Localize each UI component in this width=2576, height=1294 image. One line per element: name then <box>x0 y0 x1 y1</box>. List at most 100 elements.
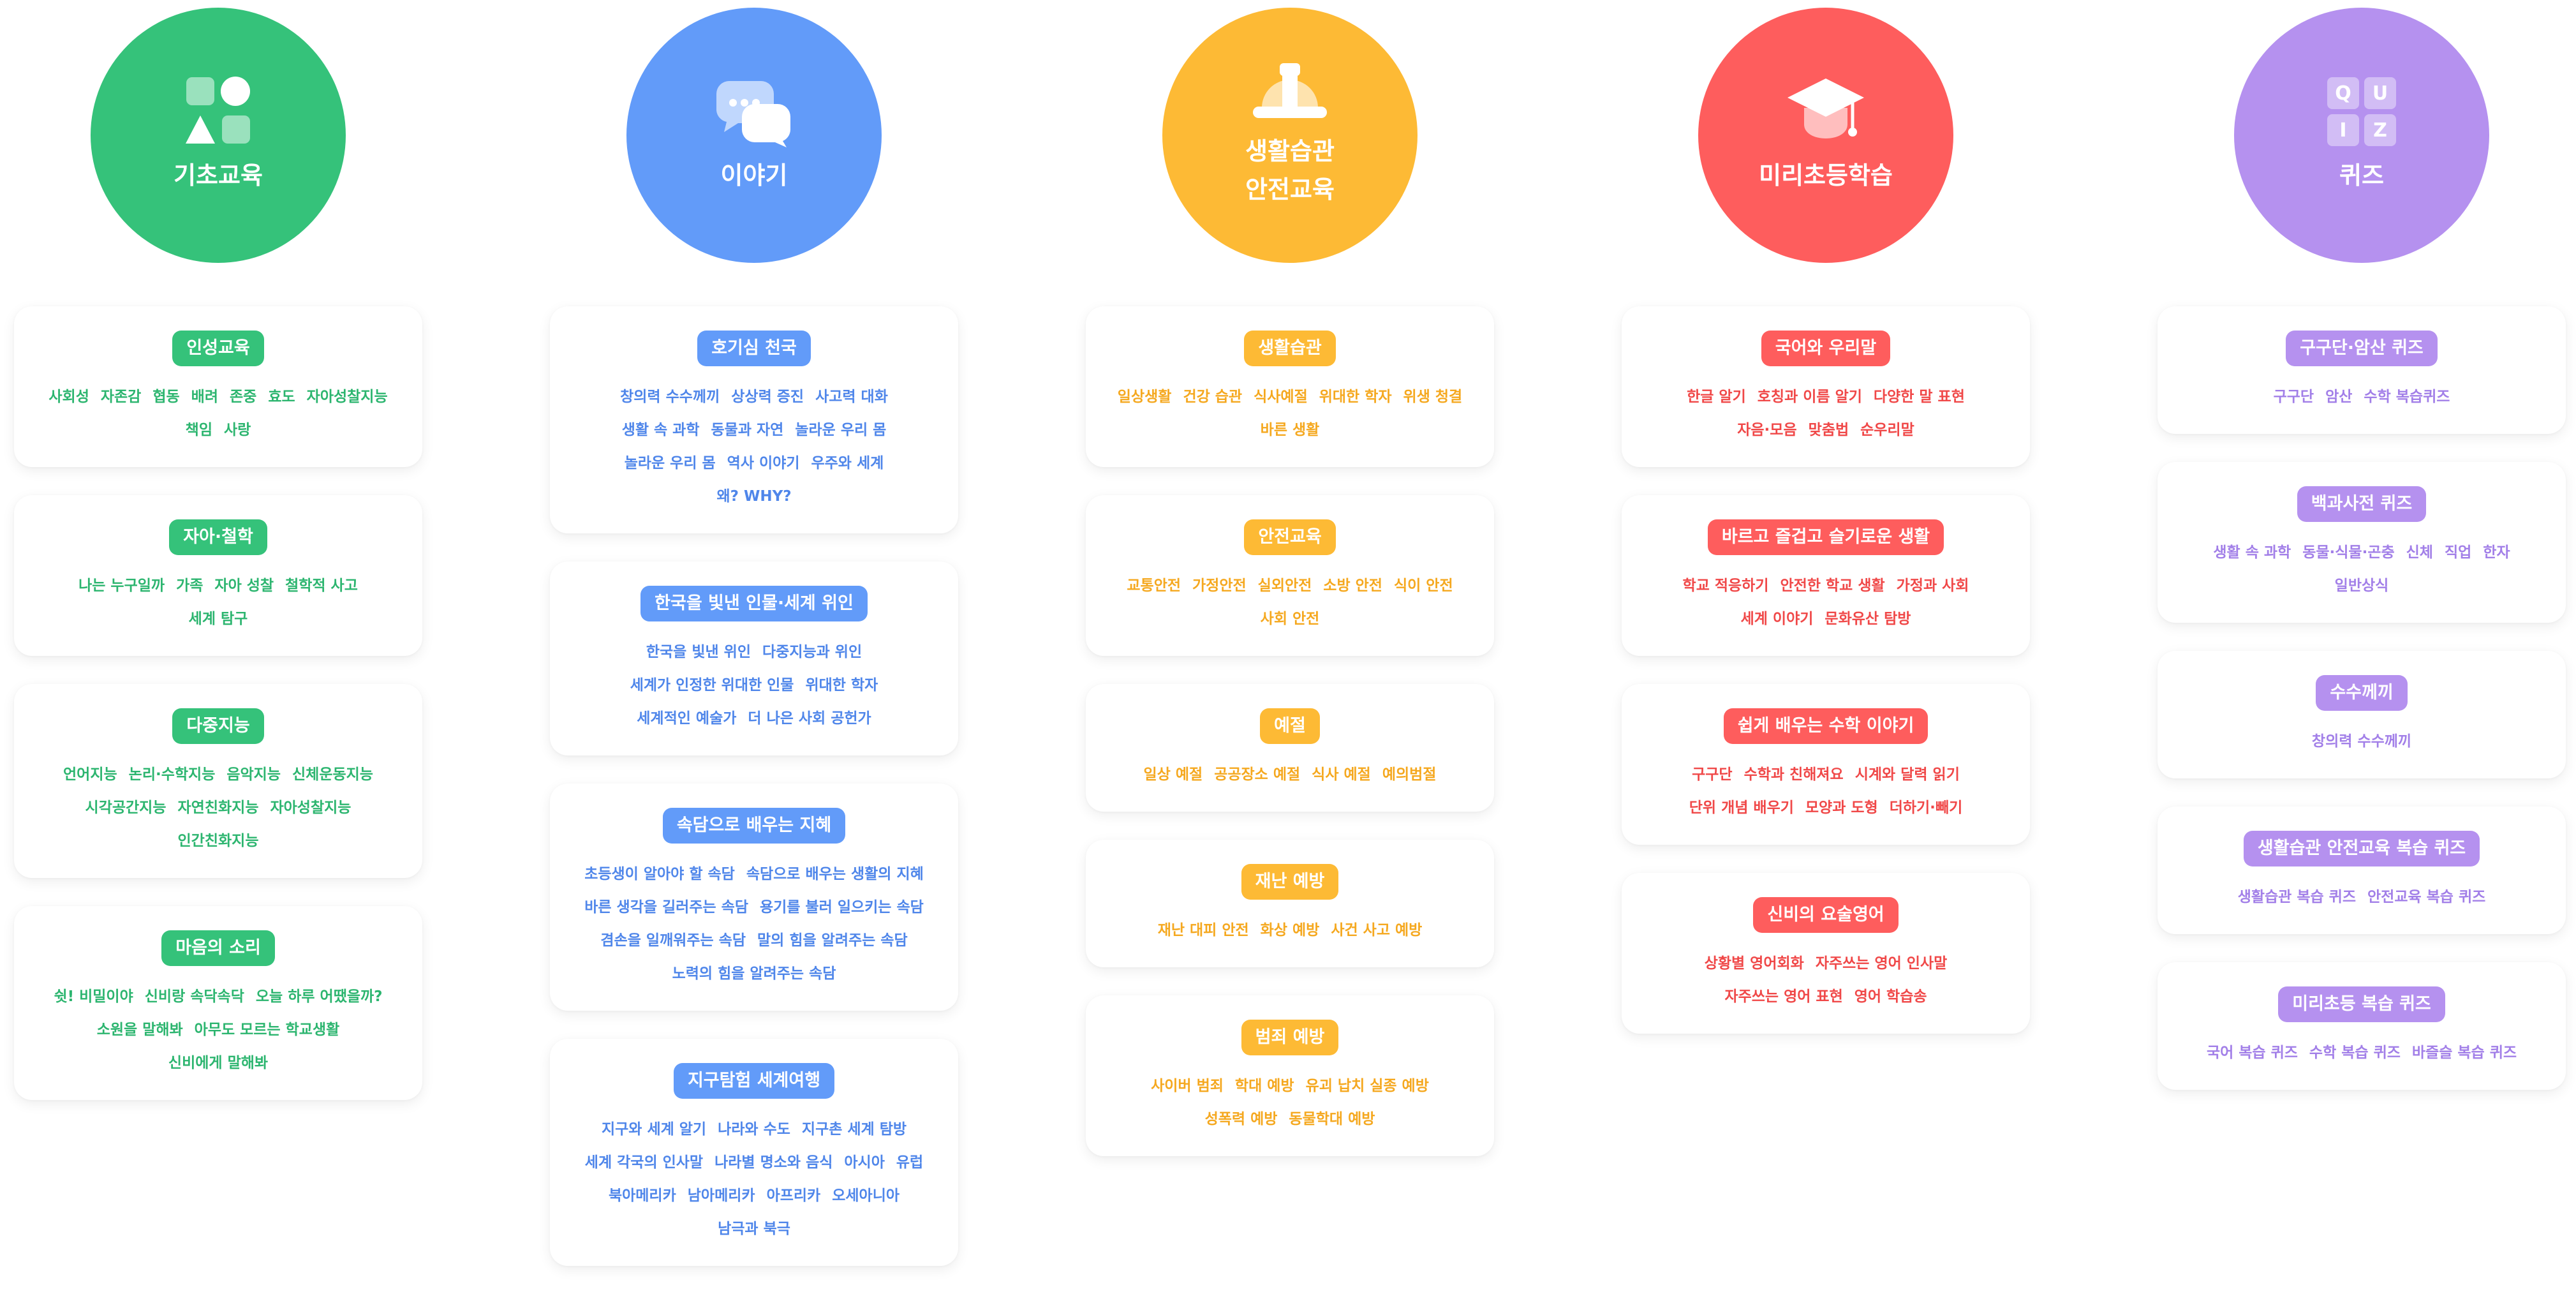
topic-link[interactable]: 암산 <box>2325 389 2353 405</box>
card-badge[interactable]: 생활습관 안전교육 복습 퀴즈 <box>2243 831 2480 866</box>
card-badge[interactable]: 인성교육 <box>172 331 264 366</box>
topic-link[interactable]: 국어 복습 퀴즈 <box>2206 1045 2298 1061</box>
topic-link[interactable]: 공공장소 예절 <box>1214 766 1301 783</box>
topic-link[interactable]: 효도 <box>268 389 295 405</box>
topic-link[interactable]: 수학과 친해져요 <box>1743 766 1844 783</box>
topic-link[interactable]: 상황별 영어회화 <box>1704 955 1804 972</box>
topic-link[interactable]: 수학 복습퀴즈 <box>2364 389 2450 405</box>
topic-link[interactable]: 세계 각국의 인사말 <box>584 1154 704 1171</box>
topic-link[interactable]: 사건 사고 예방 <box>1331 922 1423 939</box>
topic-link[interactable]: 순우리말 <box>1860 422 1914 438</box>
topic-link[interactable]: 위생 청결 <box>1403 389 1463 405</box>
topic-link[interactable]: 신체 <box>2406 544 2433 561</box>
topic-link[interactable]: 철학적 사고 <box>285 577 358 594</box>
topic-link[interactable]: 오늘 하루 어땠을까? <box>255 988 383 1005</box>
topic-link[interactable]: 존중 <box>230 389 257 405</box>
topic-link[interactable]: 안전한 학교 생활 <box>1780 577 1885 594</box>
topic-link[interactable]: 말의 힘을 알려주는 속담 <box>757 932 908 949</box>
topic-link[interactable]: 배려 <box>191 389 218 405</box>
card-badge[interactable]: 재난 예방 <box>1241 864 1339 900</box>
topic-link[interactable]: 교통안전 <box>1127 577 1181 594</box>
topic-link[interactable]: 생활 속 과학 <box>621 422 700 438</box>
topic-link[interactable]: 자존감 <box>100 389 142 405</box>
topic-link[interactable]: 식이 안전 <box>1393 577 1453 594</box>
topic-link[interactable]: 신비랑 속닥속닥 <box>144 988 244 1005</box>
topic-link[interactable]: 한글 알기 <box>1687 389 1746 405</box>
topic-link[interactable]: 자아 성찰 <box>214 577 274 594</box>
topic-link[interactable]: 사고력 대화 <box>815 389 888 405</box>
topic-link[interactable]: 초등생이 알아야 할 속담 <box>584 866 735 882</box>
card-badge[interactable]: 범죄 예방 <box>1241 1020 1339 1055</box>
topic-link[interactable]: 식사예절 <box>1254 389 1308 405</box>
card-badge[interactable]: 쉽게 배우는 수학 이야기 <box>1723 708 1928 744</box>
card-badge[interactable]: 호기심 천국 <box>697 331 811 366</box>
category-circle[interactable]: 이야기 <box>626 8 882 263</box>
topic-link[interactable]: 역사 이야기 <box>727 455 800 472</box>
topic-link[interactable]: 쉿! 비밀이야 <box>54 988 133 1005</box>
topic-link[interactable]: 세계 이야기 <box>1740 611 1814 627</box>
card-badge[interactable]: 한국을 빛낸 인물·세계 위인 <box>640 586 868 621</box>
topic-link[interactable]: 문화유산 탐방 <box>1825 611 1911 627</box>
topic-link[interactable]: 바른 생활 <box>1260 422 1320 438</box>
topic-link[interactable]: 속담으로 배우는 생활의 지혜 <box>746 866 924 882</box>
topic-link[interactable]: 재난 대피 안전 <box>1157 922 1249 939</box>
topic-link[interactable]: 아시아 <box>844 1154 885 1171</box>
card-badge[interactable]: 바르고 즐겁고 슬기로운 생활 <box>1707 519 1944 555</box>
topic-link[interactable]: 다중지능과 위인 <box>762 644 862 660</box>
topic-link[interactable]: 아프리카 <box>766 1187 821 1204</box>
topic-link[interactable]: 유럽 <box>896 1154 924 1171</box>
topic-link[interactable]: 가정과 사회 <box>1896 577 1969 594</box>
topic-link[interactable]: 맞춤법 <box>1808 422 1849 438</box>
topic-link[interactable]: 세계적인 예술가 <box>637 710 737 727</box>
topic-link[interactable]: 소원을 말해봐 <box>96 1022 183 1038</box>
topic-link[interactable]: 자아성찰지능 <box>306 389 388 405</box>
topic-link[interactable]: 구구단 <box>1692 766 1733 783</box>
topic-link[interactable]: 바른 생각을 길러주는 속담 <box>584 899 748 916</box>
topic-link[interactable]: 일상 예절 <box>1143 766 1203 783</box>
topic-link[interactable]: 책임 <box>185 422 212 438</box>
category-circle[interactable]: Q U I Z 퀴즈 <box>2234 8 2489 263</box>
card-badge[interactable]: 미리초등 복습 퀴즈 <box>2278 986 2445 1022</box>
topic-link[interactable]: 영어 학습송 <box>1854 988 1927 1005</box>
topic-link[interactable]: 예의범절 <box>1382 766 1437 783</box>
topic-link[interactable]: 화상 예방 <box>1260 922 1320 939</box>
topic-link[interactable]: 음악지능 <box>226 766 281 783</box>
topic-link[interactable]: 사이버 범죄 <box>1151 1078 1224 1094</box>
topic-link[interactable]: 식사 예절 <box>1312 766 1371 783</box>
topic-link[interactable]: 다양한 말 표현 <box>1873 389 1965 405</box>
category-circle[interactable]: 기초교육 <box>91 8 346 263</box>
topic-link[interactable]: 창의력 수수께끼 <box>620 389 720 405</box>
topic-link[interactable]: 사회 안전 <box>1260 611 1320 627</box>
category-circle[interactable]: 생활습관 안전교육 <box>1162 8 1418 263</box>
topic-link[interactable]: 북아메리카 <box>608 1187 676 1204</box>
topic-link[interactable]: 신비에게 말해봐 <box>168 1055 269 1071</box>
topic-link[interactable]: 용기를 불러 일으키는 속담 <box>760 899 924 916</box>
card-badge[interactable]: 구구단·암산 퀴즈 <box>2286 331 2438 366</box>
topic-link[interactable]: 놀라운 우리 몸 <box>795 422 887 438</box>
topic-link[interactable]: 남아메리카 <box>687 1187 755 1204</box>
topic-link[interactable]: 창의력 수수께끼 <box>2311 733 2412 750</box>
card-badge[interactable]: 수수께끼 <box>2316 675 2408 711</box>
topic-link[interactable]: 학대 예방 <box>1234 1078 1294 1094</box>
category-circle[interactable]: 미리초등학습 <box>1698 8 1953 263</box>
topic-link[interactable]: 시계와 달력 읽기 <box>1854 766 1960 783</box>
topic-link[interactable]: 동물과 자연 <box>711 422 784 438</box>
topic-link[interactable]: 지구와 세계 알기 <box>601 1121 707 1138</box>
topic-link[interactable]: 세계가 인정한 위대한 인물 <box>630 677 794 694</box>
topic-link[interactable]: 단위 개념 배우기 <box>1689 799 1794 816</box>
topic-link[interactable]: 자주쓰는 영어 인사말 <box>1815 955 1948 972</box>
card-badge[interactable]: 백과사전 퀴즈 <box>2297 486 2427 522</box>
topic-link[interactable]: 나라별 명소와 음식 <box>714 1154 833 1171</box>
topic-link[interactable]: 놀라운 우리 몸 <box>624 455 716 472</box>
topic-link[interactable]: 소방 안전 <box>1323 577 1382 594</box>
topic-link[interactable]: 안전교육 복습 퀴즈 <box>2367 889 2486 905</box>
topic-link[interactable]: 호칭과 이름 알기 <box>1757 389 1862 405</box>
topic-link[interactable]: 한국을 빛낸 위인 <box>646 644 751 660</box>
topic-link[interactable]: 나라와 수도 <box>718 1121 790 1138</box>
topic-link[interactable]: 구구단 <box>2273 389 2314 405</box>
card-badge[interactable]: 생활습관 <box>1244 331 1336 366</box>
card-badge[interactable]: 속담으로 배우는 지혜 <box>662 808 846 844</box>
topic-link[interactable]: 바즐슬 복습 퀴즈 <box>2411 1045 2517 1061</box>
topic-link[interactable]: 오세아니아 <box>832 1187 900 1204</box>
topic-link[interactable]: 왜? WHY? <box>716 488 792 505</box>
